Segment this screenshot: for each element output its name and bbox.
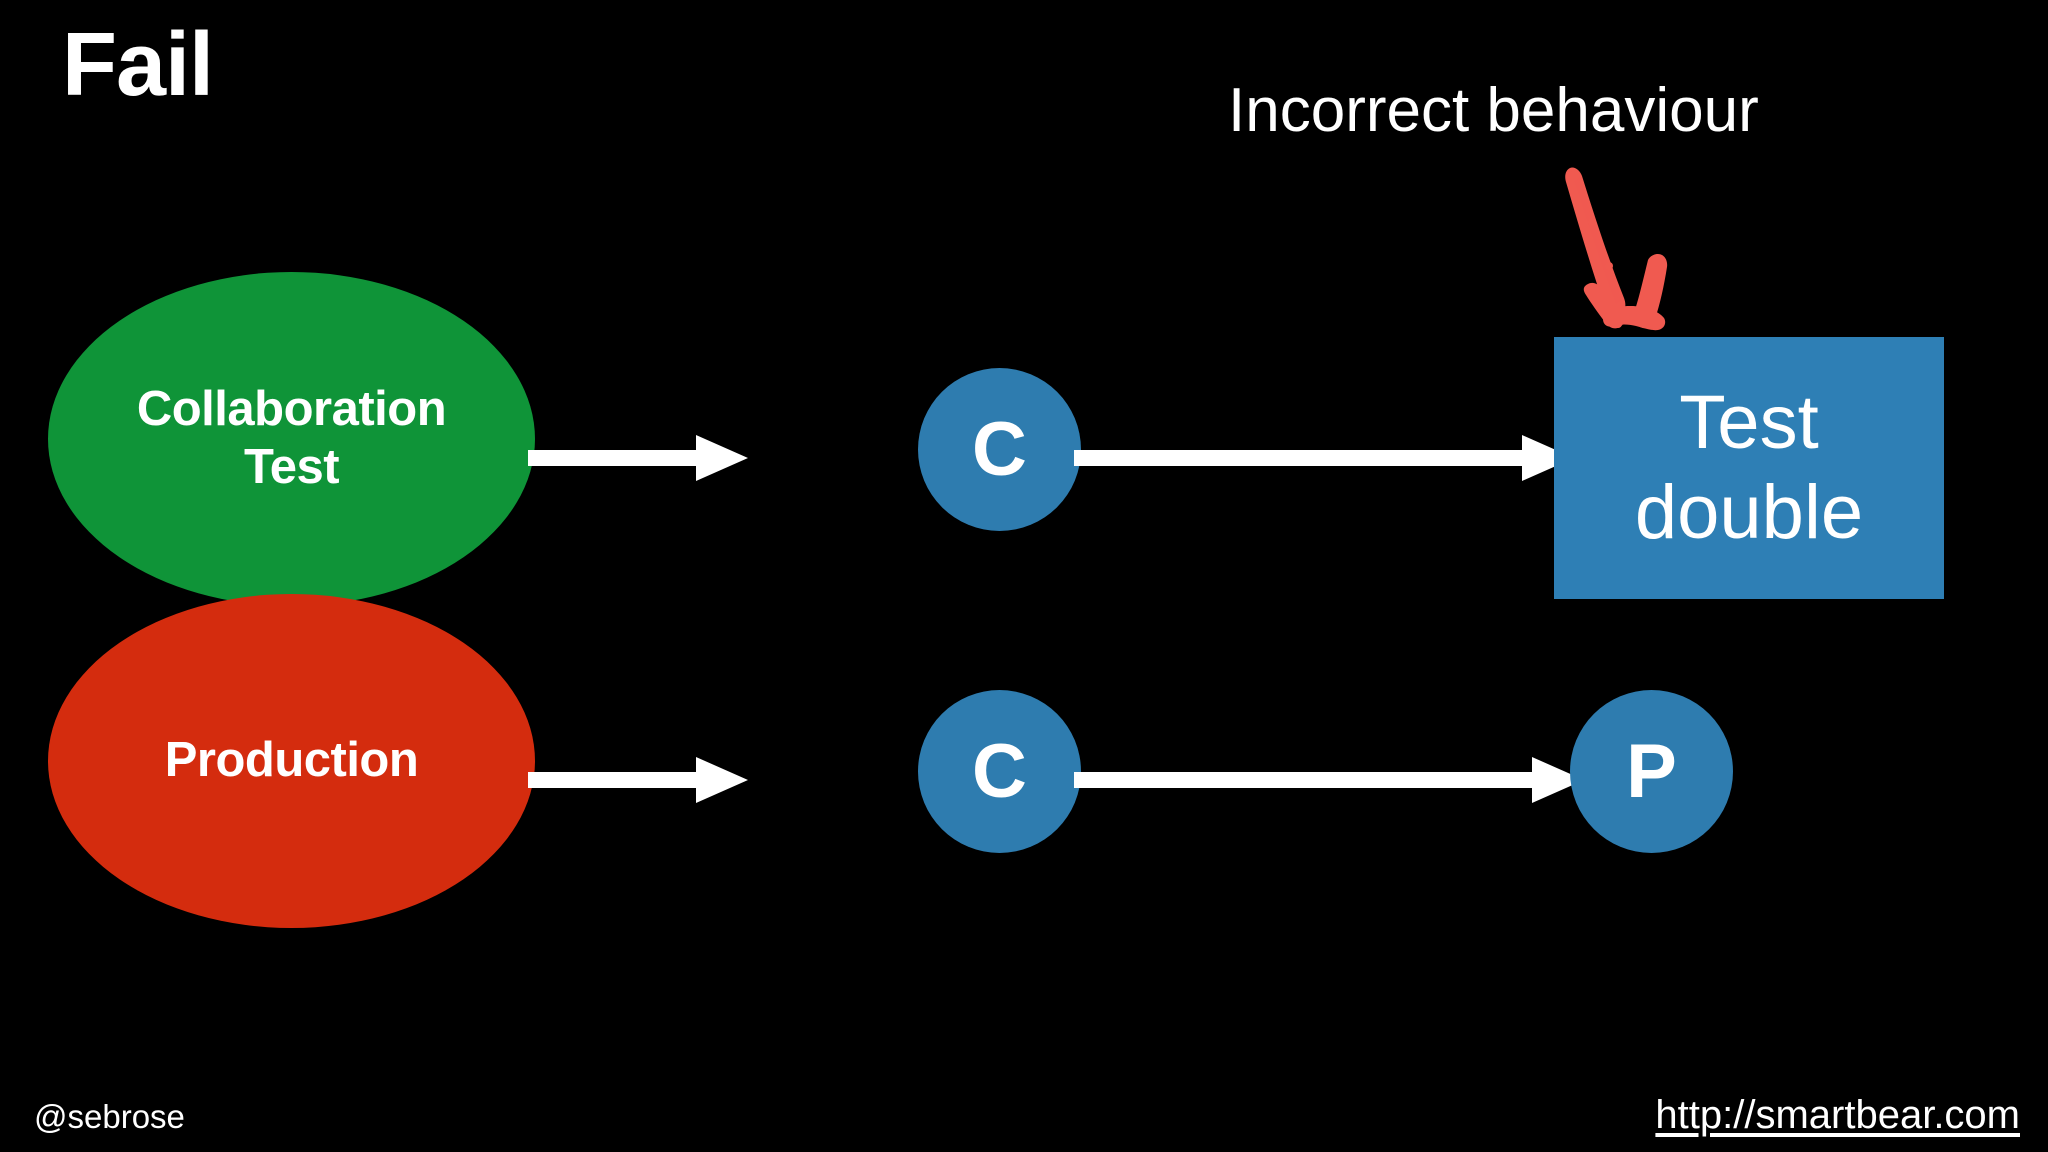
hand-drawn-down-right-arrow-icon	[1565, 167, 1668, 331]
arrow-c-to-test-double	[1074, 435, 1574, 481]
footer-url-link[interactable]: http://smartbear.com	[1655, 1093, 2020, 1137]
arrow-collaboration-to-c	[528, 435, 748, 481]
arrow-c-to-p	[1074, 757, 1584, 803]
node-collaboration-test: Collaboration Test	[48, 272, 535, 606]
annotation-label: Incorrect behaviour	[1228, 76, 1759, 145]
footer-handle: @sebrose	[34, 1098, 185, 1135]
node-label: Collaboration Test	[136, 381, 447, 497]
arrow-production-to-c	[528, 757, 748, 803]
node-label-line1: Test	[1679, 380, 1819, 466]
node-label: C	[972, 406, 1027, 492]
node-c-production: C	[918, 690, 1081, 853]
node-c-collaboration: C	[918, 368, 1081, 531]
node-label-line1: Collaboration	[136, 382, 447, 437]
node-label: Test double	[1635, 378, 1863, 557]
node-label-line1: Production	[164, 733, 419, 788]
node-p-production: P	[1570, 690, 1733, 853]
node-label-line2: double	[1634, 470, 1864, 555]
node-label: C	[972, 728, 1027, 814]
node-label: P	[1626, 728, 1677, 814]
page-title: Fail	[62, 15, 214, 115]
node-label-line2: Test	[243, 440, 340, 494]
node-production: Production	[48, 594, 535, 928]
node-label: Production	[165, 732, 419, 790]
node-test-double: Test double	[1554, 337, 1944, 599]
